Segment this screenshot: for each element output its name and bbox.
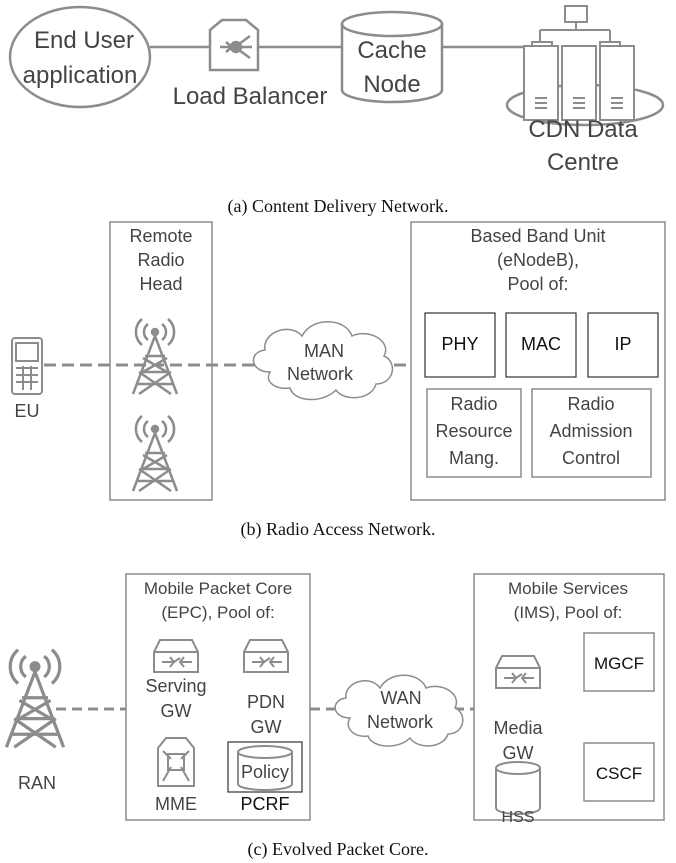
database-icon	[237, 745, 293, 791]
man-label-1: MAN	[304, 341, 344, 361]
media-gw-label-2: GW	[503, 743, 534, 763]
ip-block: IP	[587, 312, 659, 378]
caption-a: (a) Content Delivery Network.	[228, 196, 449, 217]
mgcf-block: MGCF	[583, 632, 655, 692]
media-gw-label-1: Media	[493, 718, 543, 738]
pdn-gw-label-1: PDN	[247, 692, 285, 712]
eu-label: EU	[14, 401, 39, 421]
phy-block: PHY	[424, 312, 496, 378]
eu-phone: EU	[11, 337, 43, 421]
caption-c: (c) Evolved Packet Core.	[248, 839, 429, 860]
load-balancer-node: Load Balancer	[173, 18, 328, 110]
ims-label-1: Mobile Services	[508, 579, 628, 598]
rrh-label-1: Remote	[129, 226, 192, 246]
mac-label: MAC	[521, 334, 561, 354]
rrm-label-1: Radio	[450, 394, 497, 414]
mme: MME	[155, 737, 197, 814]
hss: HSS	[495, 761, 541, 826]
antenna-tower-icon	[4, 648, 66, 749]
figure-a: End User application Load Balancer Cache…	[8, 5, 665, 217]
mme-label: MME	[155, 794, 197, 814]
serving-gw: Serving GW	[145, 639, 207, 721]
server-rack-icon	[523, 5, 635, 121]
cscf-block: CSCF	[583, 742, 655, 802]
cdn-label-2: Centre	[547, 149, 619, 176]
baseband-unit-pool: Based Band Unit (eNodeB), Pool of: PHY M…	[410, 221, 666, 501]
pcrf: Policy PCRF	[227, 741, 303, 814]
rac-label-1: Radio	[567, 394, 614, 414]
mgcf-label: MGCF	[594, 654, 644, 673]
man-label-2: Network	[287, 364, 354, 384]
cdn-data-centre-node: CDN Data Centre	[505, 5, 665, 176]
antenna-tower-icon	[131, 317, 179, 396]
serving-gw-label-1: Serving	[145, 676, 206, 696]
database-icon	[495, 761, 541, 815]
bbu-label-2: (eNodeB),	[497, 250, 579, 270]
pcrf-label: PCRF	[241, 794, 290, 814]
end-user-label-2: application	[23, 62, 138, 89]
radio-admission-control-block: Radio Admission Control	[531, 388, 652, 478]
cache-node-label-2: Node	[363, 71, 420, 98]
cache-node-label-1: Cache	[357, 37, 426, 64]
ran-node: RAN	[4, 648, 66, 793]
antenna-tower-icon	[131, 414, 179, 493]
wan-network-cloud: WAN Network	[334, 674, 464, 747]
cache-node: Cache Node	[340, 10, 444, 104]
phy-label: PHY	[441, 334, 478, 354]
radio-resource-mang-block: Radio Resource Mang.	[426, 388, 522, 478]
rac-label-3: Control	[562, 448, 620, 468]
media-gw: Media GW	[493, 655, 543, 763]
serving-gw-label-2: GW	[161, 701, 192, 721]
epc-label-1: Mobile Packet Core	[144, 579, 292, 598]
bbu-label-1: Based Band Unit	[470, 226, 605, 246]
ip-label: IP	[614, 334, 631, 354]
rac-label-2: Admission	[549, 421, 632, 441]
man-network-cloud: MAN Network	[252, 321, 394, 401]
cdn-label-1: CDN Data	[528, 116, 638, 143]
load-balancer-label: Load Balancer	[173, 83, 328, 110]
end-user-node: End User application	[8, 5, 152, 109]
mac-block: MAC	[505, 312, 577, 378]
mobile-packet-core-pool: Mobile Packet Core (EPC), Pool of: Servi…	[125, 573, 311, 821]
mobile-services-pool: Mobile Services (IMS), Pool of: Media GW…	[473, 573, 665, 826]
rrm-label-2: Resource	[435, 421, 512, 441]
cloud-icon	[252, 321, 394, 401]
end-user-label-1: End User	[34, 27, 134, 54]
epc-label-2: (EPC), Pool of:	[161, 603, 274, 622]
wan-label-1: WAN	[380, 688, 421, 708]
rrh-label-2: Radio	[137, 250, 184, 270]
phone-icon	[11, 337, 43, 395]
rrh-label-3: Head	[139, 274, 182, 294]
figure-c: RAN Mobile Packet Core (EPC), Pool of: S…	[4, 573, 665, 860]
rrm-label-3: Mang.	[449, 448, 499, 468]
ran-label: RAN	[18, 773, 56, 793]
cscf-label: CSCF	[596, 764, 642, 783]
wan-label-2: Network	[367, 712, 434, 732]
pdn-gw-label-2: GW	[251, 717, 282, 737]
mme-icon	[157, 737, 195, 787]
pdn-gw: PDN GW	[243, 639, 289, 737]
remote-radio-head: Remote Radio Head	[109, 221, 213, 501]
load-balancer-icon	[220, 34, 252, 60]
ims-label-2: (IMS), Pool of:	[514, 603, 623, 622]
figure-b: EU Remote Radio Head MAN Network Based B…	[11, 221, 666, 540]
cloud-icon	[334, 674, 464, 747]
policy-label: Policy	[241, 762, 289, 782]
hss-label: HSS	[502, 809, 535, 826]
bbu-label-3: Pool of:	[507, 274, 568, 294]
caption-b: (b) Radio Access Network.	[241, 519, 436, 540]
